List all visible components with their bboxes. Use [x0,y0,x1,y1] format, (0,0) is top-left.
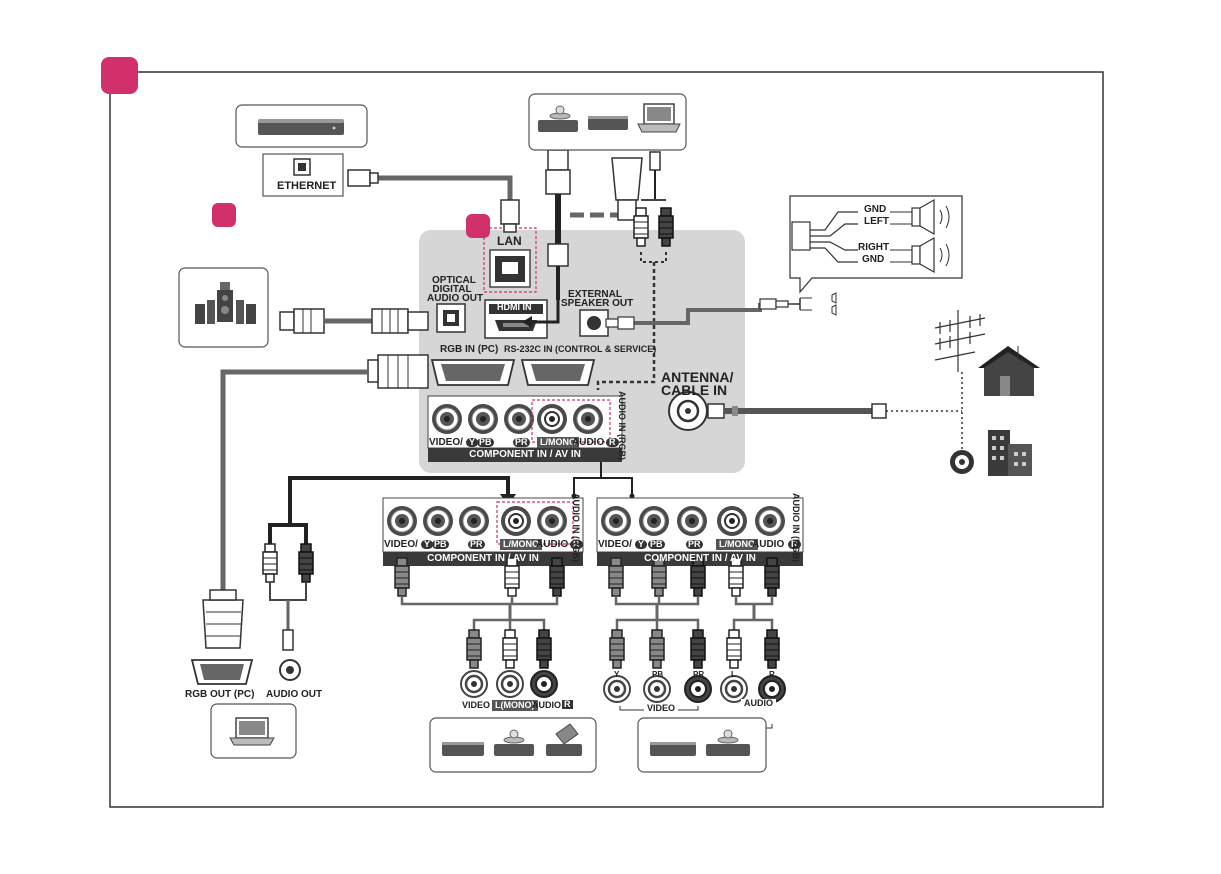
set-top-box-icon [588,116,628,130]
panel-jack-l [536,403,568,435]
speaker-system-icon [195,282,256,324]
building-icon [988,430,1032,476]
composite-lmono-label: L(MONO) [492,700,538,711]
coax-plug-icon [950,450,974,474]
left-audio-label: AUDIO [536,539,569,550]
right-pb-label: PB [648,539,665,549]
right-audio-label: AUDIO [752,539,785,550]
hdmi-in-label: HDMI IN [497,302,532,312]
outer-frame [109,71,1104,808]
dvd-player-icon [538,105,578,132]
gnd-bottom-label: GND [862,254,885,265]
right-lmono-label: L/MONO [716,539,758,550]
right-audio-in-rgb-label: AUDIO IN (RGB) [791,493,801,562]
lan-label: LAN [497,234,522,248]
antenna-label-2: CABLE IN [661,382,728,398]
video-jack [459,669,489,699]
panel-audio-label: AUDIO [572,437,605,448]
composite-audio-label: AUDIO [532,700,561,710]
panel-pb-label: PB [477,437,494,447]
bottom-pr-label: PR [693,670,705,679]
optical-label-3: AUDIO OUT [427,293,484,304]
bottom-y-label: Y [614,670,620,679]
right-y-label: Y [635,540,648,549]
bottom-pb-label: PB [652,670,664,679]
left-audio-in-rgb-label: AUDIO IN (RGB) [571,493,581,562]
gnd-top-label: GND [864,204,887,215]
left-label: LEFT [864,216,889,227]
antenna-icon [934,310,986,372]
step-badge-a [212,203,236,227]
composite-video-label: VIDEO [462,700,491,710]
dvd-player-icon [494,729,534,756]
right-pr-label: PR [686,539,703,549]
component-bar [428,448,622,462]
right-r-label: R [788,540,801,549]
audio-l-jack [495,669,525,699]
set-top-box-icon [442,742,484,756]
bottom-r-label: R [769,670,775,679]
laptop-icon [637,103,681,133]
video-bracket-label: VIDEO [644,704,679,713]
right-component-label: COMPONENT IN / AV IN [644,553,756,564]
component-source-box [637,717,767,773]
left-pr-label: PR [468,539,485,549]
lan-cable [375,175,513,200]
router-icon [258,119,344,135]
panel-jack-pb [467,403,499,435]
audio-out-label: AUDIO OUT [266,689,323,700]
rs232c-label: RS-232C IN (CONTROL & SERVICE) [504,344,657,354]
external-speaker-label-2: SPEAKER OUT [561,298,634,309]
left-component-label: COMPONENT IN / AV IN [427,553,539,564]
panel-component-label: COMPONENT IN / AV IN [469,449,581,460]
right-label: RIGHT [858,242,890,253]
optical-label-1: OPTICAL [432,275,476,286]
camcorder-icon [546,723,582,756]
composite-r-label: R [562,699,573,709]
antenna-label-1: ANTENNA/ [661,369,734,385]
rgb-out-label: RGB OUT (PC) [185,689,255,700]
house-icon [978,346,1040,396]
left-lmono-label: L/MONO [500,539,542,550]
panel-video-y-label: VIDEO/ [429,437,463,448]
panel-jack-pr [503,403,535,435]
panel-y-label: Y [466,438,479,447]
audio-bracket-label: AUDIO [741,699,776,708]
left-y-label: Y [421,540,434,549]
dvd-player-icon [706,729,750,756]
panel-pr-label: PR [513,437,530,447]
left-r-label: R [570,540,583,549]
panel-lmono-label: L/MONO [537,437,579,448]
right-video-y-label: VIDEO/ [598,539,632,550]
set-top-box-icon [650,742,696,756]
left-video-y-label: VIDEO/ [384,539,418,550]
audio-r-jack [530,670,558,698]
bottom-l-label: L [731,670,736,679]
step-badge-b [466,214,490,238]
panel-r-label: R [606,438,619,447]
step-badge-main [101,57,138,94]
external-speaker-label-1: EXTERNAL [568,289,622,300]
panel-jack-video [431,403,463,435]
laptop-icon [229,717,275,746]
panel-jack-r [572,403,604,435]
rgb-in-label: RGB IN (PC) [440,344,499,355]
ethernet-label: ETHERNET [277,180,337,192]
left-pb-label: PB [432,539,449,549]
optical-label-2: DIGITAL [432,284,472,295]
